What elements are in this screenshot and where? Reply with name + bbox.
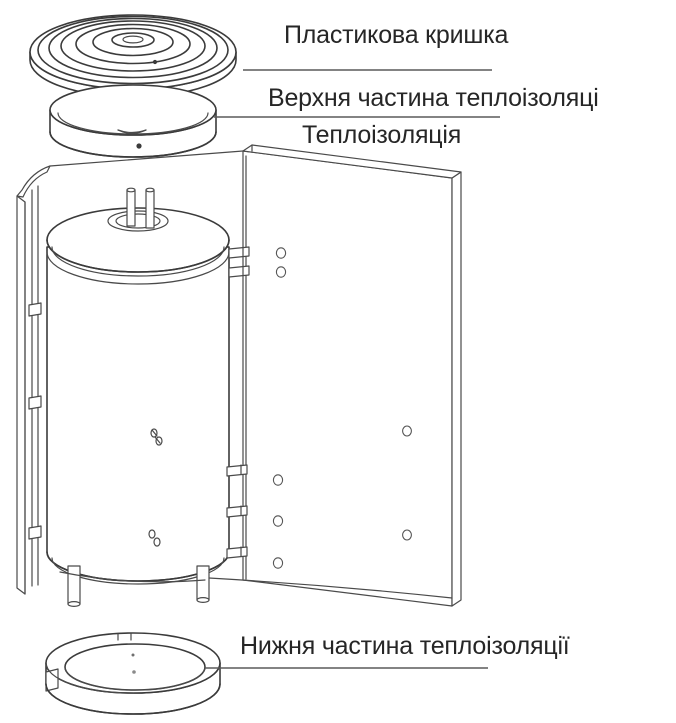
part-storage-tank — [46, 187, 453, 607]
jacket-left-clips — [28, 302, 42, 540]
tank-side-stubs — [226, 246, 250, 559]
part-insulation-jacket — [16, 144, 462, 607]
label-insulation: Теплоізоляція — [302, 121, 462, 149]
lid-dimple — [152, 59, 158, 65]
label-upper-insulation: Верхня частина теплоізоляці — [268, 84, 599, 112]
part-lower-insulation — [45, 632, 221, 715]
upper-insulation-hole — [136, 143, 142, 149]
tank-surface-marks — [148, 428, 163, 547]
leader-lines — [205, 69, 500, 669]
tank-legs — [59, 565, 453, 607]
label-plastic-lid: Пластикова кришка — [284, 21, 509, 49]
label-lower-insulation: Нижня частина теплоізоляції — [240, 632, 570, 660]
part-upper-insulation — [49, 84, 217, 158]
tank-top-stubs — [126, 187, 155, 229]
part-plastic-lid — [29, 14, 237, 98]
jacket-mounting-holes — [272, 247, 412, 569]
